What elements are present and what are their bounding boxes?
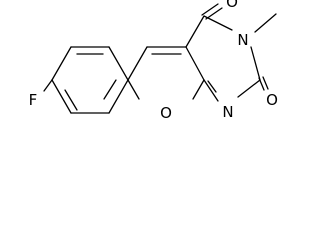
atom-label-carbonyl-oxygen-top: O (226, 0, 238, 11)
bond (254, 13, 277, 33)
chemical-structure: F O N N O O (29, 0, 278, 122)
bond (237, 79, 261, 98)
bond (127, 79, 140, 100)
bond (51, 79, 72, 114)
bond-double-inner (207, 80, 217, 93)
bond-double-inner (103, 79, 117, 100)
bond (201, 3, 219, 16)
atom-label-carbonyl-oxygen-bottom: O (266, 91, 278, 109)
bond (185, 46, 205, 81)
bond (127, 46, 148, 81)
bond (43, 79, 53, 92)
bond (192, 79, 205, 100)
bond (203, 15, 233, 31)
bond (108, 79, 129, 114)
bond (258, 77, 265, 91)
bond (185, 15, 205, 48)
atom-label-ring-oxygen: O (160, 104, 172, 122)
bond (205, 7, 223, 20)
bond (250, 46, 261, 81)
atom-label-fluorine: F (29, 91, 38, 109)
atom-label-ring-nitrogen-lower: N (222, 103, 233, 121)
atom-label-ring-nitrogen-upper: N (237, 31, 248, 49)
atom-labels: F O N N O O (29, 0, 278, 122)
bond (203, 79, 219, 102)
bond (51, 46, 72, 81)
bond (108, 46, 129, 81)
bond (262, 76, 269, 90)
bond-double-inner (64, 89, 78, 111)
bonds (43, 3, 277, 114)
